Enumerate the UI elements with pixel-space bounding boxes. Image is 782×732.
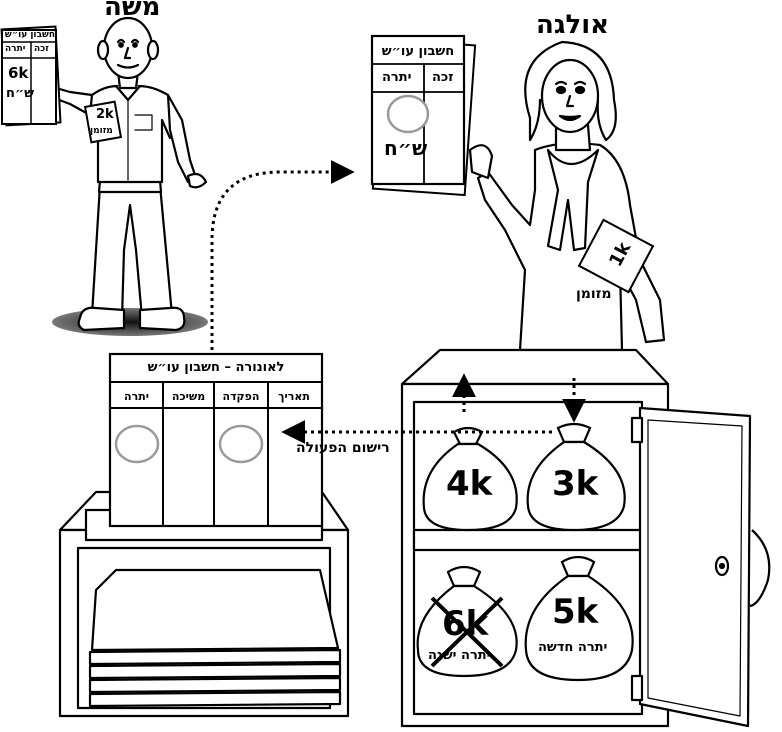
ledger-col-date: תאריך bbox=[278, 390, 310, 403]
money-bag-6k-old bbox=[416, 565, 518, 678]
arrow-ledger-to-olga bbox=[210, 160, 355, 350]
olga-sheet-col-credit: זכה bbox=[432, 70, 454, 85]
moshe-name-label: משה bbox=[104, 0, 161, 22]
olga-name-label: אולגה bbox=[536, 10, 610, 40]
bag-5k-sub: יתרה חדשה bbox=[538, 640, 608, 655]
moshe-sheet-currency: ש״ח bbox=[6, 86, 35, 101]
money-bag-4k bbox=[422, 426, 518, 532]
ledger-col-withdrawal: משיכה bbox=[171, 390, 206, 403]
moshe-cash-label: מזומן bbox=[90, 126, 113, 136]
ledger-col-balance: יתרה bbox=[124, 390, 149, 403]
moshe-sheet-value: 6k bbox=[8, 64, 29, 82]
action-record-label: רישום הפעולה bbox=[296, 440, 390, 456]
moshe-sheet-title: חשבון עו״ש bbox=[4, 30, 55, 40]
moshe-figure bbox=[52, 16, 208, 336]
olga-account-sheet bbox=[370, 34, 477, 197]
moshe-account-sheet bbox=[0, 25, 62, 127]
moshe-sheet-col-balance: יתרה bbox=[5, 44, 26, 54]
moshe-cash-amount: 2k bbox=[96, 107, 114, 122]
ledger-deposit-circle bbox=[218, 424, 264, 464]
moshe-cash-envelope bbox=[83, 100, 123, 144]
moshe-sheet-col-credit: זכה bbox=[34, 44, 49, 54]
money-bag-5k-new bbox=[524, 555, 634, 682]
olga-cash-envelope bbox=[577, 218, 655, 294]
bag-5k-amount: 5k bbox=[552, 592, 599, 632]
olga-figure bbox=[468, 40, 666, 352]
olga-cash-label: מזומן bbox=[576, 286, 612, 302]
ledger-sheet bbox=[108, 352, 324, 528]
dotted-arrows bbox=[210, 160, 586, 444]
bag-6k-amount: 6k bbox=[442, 604, 489, 644]
ledger-balance-circle bbox=[114, 424, 160, 464]
cross-line-2 bbox=[430, 596, 504, 668]
olga-sheet-title: חשבון עו״ש bbox=[381, 44, 455, 59]
olga-sheet-col-balance: יתרה bbox=[382, 70, 412, 85]
bag-4k-amount: 4k bbox=[446, 464, 493, 504]
ledger-col-deposit: הפקדה bbox=[222, 390, 260, 403]
bag-6k-sub: יתרה ישנה bbox=[428, 648, 491, 663]
money-bag-3k bbox=[526, 422, 626, 532]
olga-sheet-currency: ש״ח bbox=[384, 136, 428, 160]
ledger-title: לאונורה – חשבון עו״ש bbox=[147, 360, 285, 375]
bag-3k-amount: 3k bbox=[552, 464, 599, 504]
